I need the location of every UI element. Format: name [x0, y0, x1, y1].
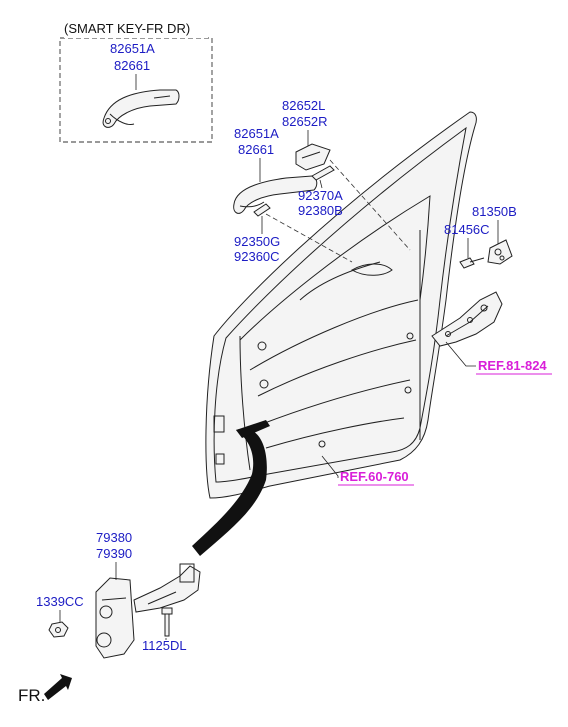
front-arrow-icon [44, 674, 72, 700]
door-handle-icon [233, 175, 318, 214]
handle-pad-icon [311, 165, 335, 181]
smart-key-part-2: 82661 [114, 58, 150, 73]
label-cover-r: 82652R [282, 114, 328, 129]
striker-bolt-icon [459, 257, 485, 269]
label-checker-a: 79380 [96, 530, 132, 545]
handle-cover-icon [295, 143, 331, 171]
label-striker-a: 81350B [472, 204, 517, 219]
direction-label: FR. [18, 686, 45, 705]
smart-key-handle-icon [102, 89, 180, 128]
label-pad2-b: 92360C [234, 249, 280, 264]
label-pad2-a: 92350G [234, 234, 280, 249]
label-handle-b: 82661 [238, 142, 274, 157]
smart-key-inset: (SMART KEY-FR DR) 82651A 82661 [59, 20, 213, 143]
door-checker-icon [95, 563, 201, 659]
nut-icon [48, 621, 69, 638]
label-bolt: 1125DL [142, 638, 187, 653]
label-ref-door[interactable]: REF.60-760 [340, 469, 409, 484]
label-handle-a: 82651A [234, 126, 279, 141]
striker-icon [487, 239, 513, 265]
smart-key-title: (SMART KEY-FR DR) [64, 21, 190, 36]
label-pad-a: 92370A [298, 188, 343, 203]
door-panel [205, 111, 477, 499]
label-pad-b: 92380B [298, 203, 343, 218]
label-ref-latch[interactable]: REF.81-824 [478, 358, 547, 373]
handle-pad2-icon [253, 203, 271, 217]
label-checker-b: 79390 [96, 546, 132, 561]
bolt-icon [161, 607, 173, 637]
label-nut: 1339CC [36, 594, 84, 609]
smart-key-part-1: 82651A [110, 41, 155, 56]
label-cover-l: 82652L [282, 98, 325, 113]
label-striker-b: 81456C [444, 222, 490, 237]
door-checker-strap [192, 428, 267, 556]
